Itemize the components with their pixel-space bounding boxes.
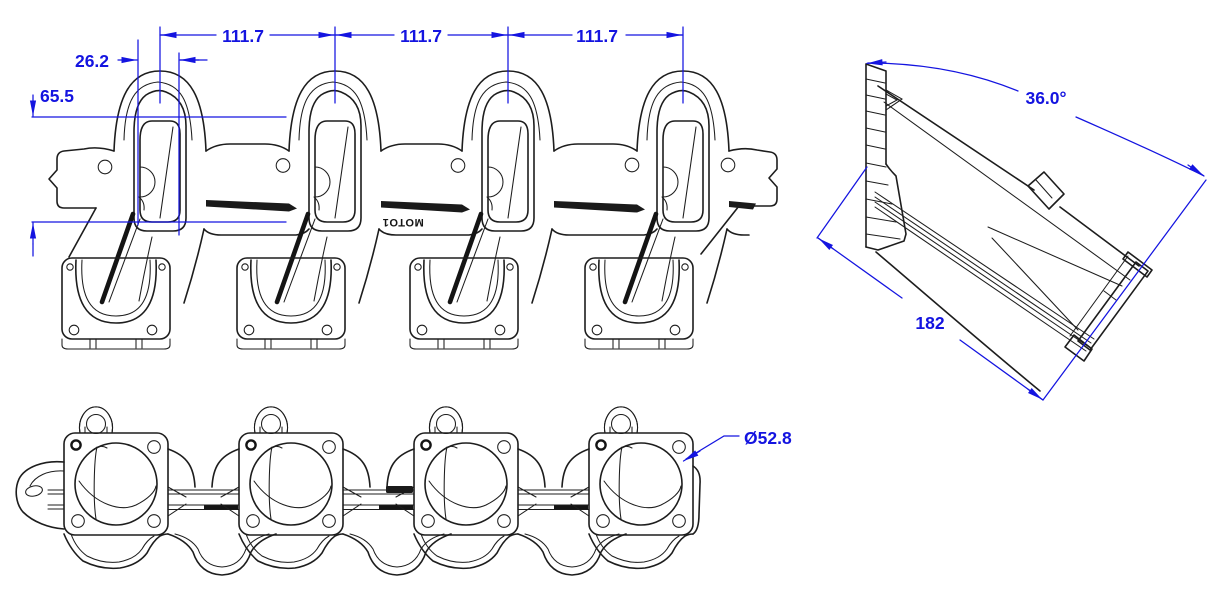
side-view-dimensions: 36.0° 182 [816,59,1207,401]
part-logo-text: MOTO1 [382,216,423,228]
dim-runner-length: 182 [915,313,944,333]
runner-bell [62,214,204,349]
bottom-view-dimensions: Ø52.8 [682,428,792,462]
front-view-dimensions: 111.7 111.7 111.7 26.2 65.5 [29,26,684,257]
dim-port-width: 26.2 [75,51,109,71]
dim-port-spacing-3: 111.7 [576,26,618,46]
front-view: MOTO1 111.7 111.7 111.7 26.2 [29,26,778,349]
bottom-view: Ø52.8 [15,405,792,577]
plenum-join [516,447,628,577]
plenum-join [341,447,453,577]
throttle-flange [237,405,345,570]
dim-runner-angle: 36.0° [1025,88,1066,108]
dim-bore-diameter: Ø52.8 [744,428,792,448]
throttle-flange [587,405,695,570]
throttle-flange [62,405,170,570]
side-view: 36.0° 182 [816,59,1207,401]
dim-port-height: 65.5 [40,86,74,106]
plenum-join [166,447,278,577]
dim-port-spacing-1: 111.7 [222,26,264,46]
throttle-flange [412,405,520,570]
dim-port-spacing-2: 111.7 [400,26,442,46]
